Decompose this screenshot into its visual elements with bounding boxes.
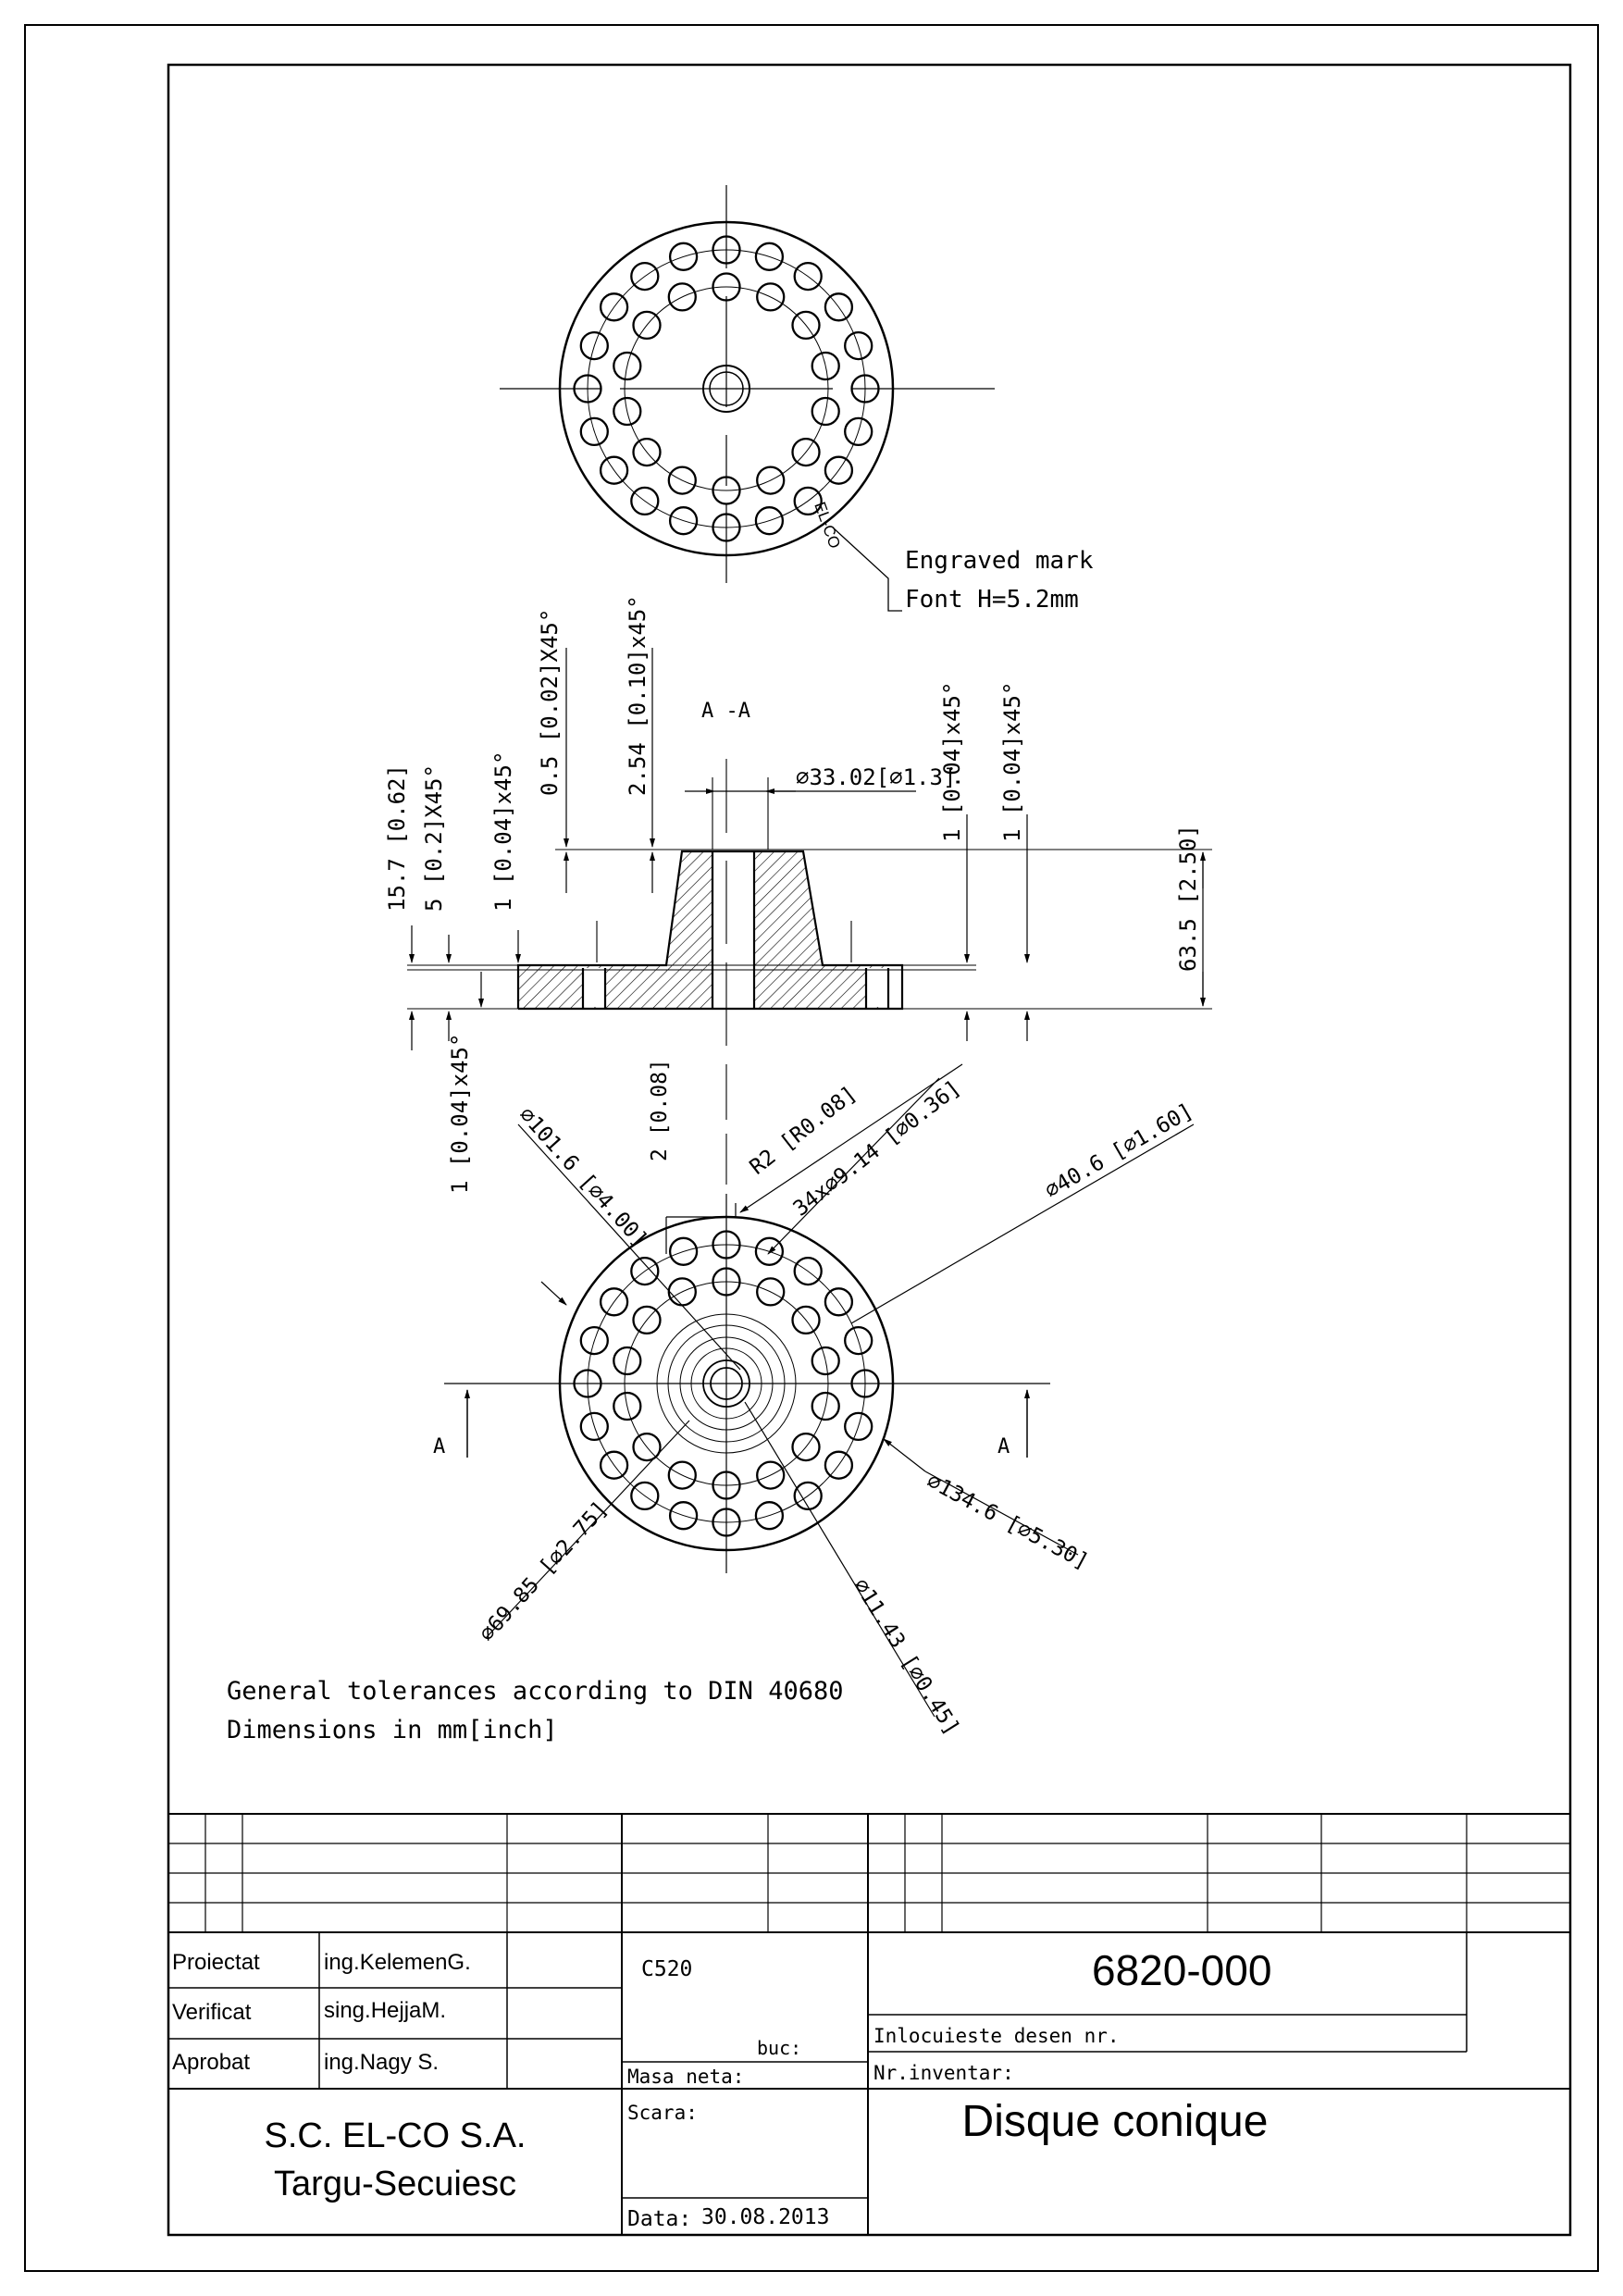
dimension-units-note: Dimensions in mm[inch] [227,1716,558,1744]
outer-frame [24,24,1599,2272]
replaces-drawing-label: Inlocuieste desen nr. [873,2025,1120,2047]
role-approved: Aprobat [172,2050,250,2075]
dim-chamfer-top-2: 2.54 [0.10]x45° [625,595,650,796]
section-hatch-base [518,965,888,1009]
top-view: EL-CO Engraved mark Font H=5.2mm [500,185,1094,614]
dim-diameter-69-85: ⌀69.85 [⌀2.75] [475,1497,613,1646]
dim-diameter-11-43: ⌀11.43 [⌀0.45] [849,1574,964,1739]
dim-chamfer-1-bottom: 1 [0.04]x45° [447,1034,473,1194]
date-value: 30.08.2013 [701,2205,829,2229]
inner-frame [167,63,1572,2237]
role-designed: Proiectat [172,1950,260,1975]
name-checked: sing.HejjaM. [324,1998,446,2023]
dim-chamfer-5: 5 [0.2]X45° [421,764,447,912]
company-city: Targu-Secuiesc [274,2165,516,2203]
dim-diameter-40-6: ⌀40.6 [⌀1.60] [1041,1099,1197,1204]
revision-grid [168,1813,1570,1933]
section-marker-right: A [997,1435,1010,1458]
general-tolerance-note: General tolerances according to DIN 4068… [227,1677,843,1706]
dim-chamfer-1-right-b: 1 [0.04]x45° [999,682,1025,842]
engraving-callout-line1: Engraved mark [905,547,1094,575]
engraving-leader [832,527,902,612]
dim-diameter-101-6: ⌀101.6 [⌀4.00] [514,1103,652,1252]
dim-bore-diameter: ⌀33.02[⌀1.3] [796,764,956,790]
section-dim-lines [409,648,1206,1050]
scale-label: Scara: [627,2102,698,2124]
dim-chamfer-1-left: 1 [0.04]x45° [490,751,516,912]
dim-chamfer-top-1: 0.5 [0.02]X45° [537,609,563,796]
section-marker-left: A [433,1435,445,1458]
title-block-signatures: Proiectat ing.KelemenG. Verificat sing.H… [172,1950,471,2075]
dim-height-63-5: 63.5 [2.50] [1175,825,1201,972]
dim-offset-2: 2 [0.08] [648,1059,672,1161]
bottom-view-leaders [485,1063,1195,1718]
net-mass-label: Masa neta: [627,2066,744,2088]
bottom-view-centerlines [444,1194,1050,1573]
section-thin-lines [407,759,1212,1185]
engraving-text: EL-CO [811,500,844,551]
section-hole-right [866,968,888,1007]
title-block-lines [168,1932,1570,2235]
name-designed: ing.KelemenG. [324,1950,471,1975]
drawing-number: 6820-000 [1092,1946,1271,1994]
role-checked: Verificat [172,2000,252,2025]
top-view-holes [573,235,880,542]
dim-height-15-7: 15.7 [0.62] [384,764,410,912]
material-code: C520 [641,1957,692,1981]
section-bore [712,850,754,1011]
dim-hole-count: 34x⌀9.14 [⌀0.36] [789,1076,966,1222]
inventory-number-label: Nr.inventar: [873,2062,1014,2084]
part-name: Disque conique [962,2097,1269,2146]
company-name: S.C. EL-CO S.A. [265,2116,527,2155]
section-cut-markers [465,1389,1030,1458]
section-hole-left [583,968,605,1007]
bottom-view: A A ⌀101.6 [⌀4.00] 2 [0.08] R2 [R0.08] 3… [433,1059,1197,1739]
top-view-centerlines [500,185,995,583]
name-approved: ing.Nagy S. [324,2050,439,2075]
date-label: Data: [627,2207,691,2231]
quantity-label: buc: [757,2037,801,2059]
engraving-callout-line2: Font H=5.2mm [905,586,1079,614]
dim-chamfer-1-right-a: 1 [0.04]x45° [939,682,965,842]
section-view: A -A [384,595,1212,1194]
dim-diameter-134-6: ⌀134.6 [⌀5.30] [923,1469,1092,1574]
section-title: A -A [701,700,750,723]
